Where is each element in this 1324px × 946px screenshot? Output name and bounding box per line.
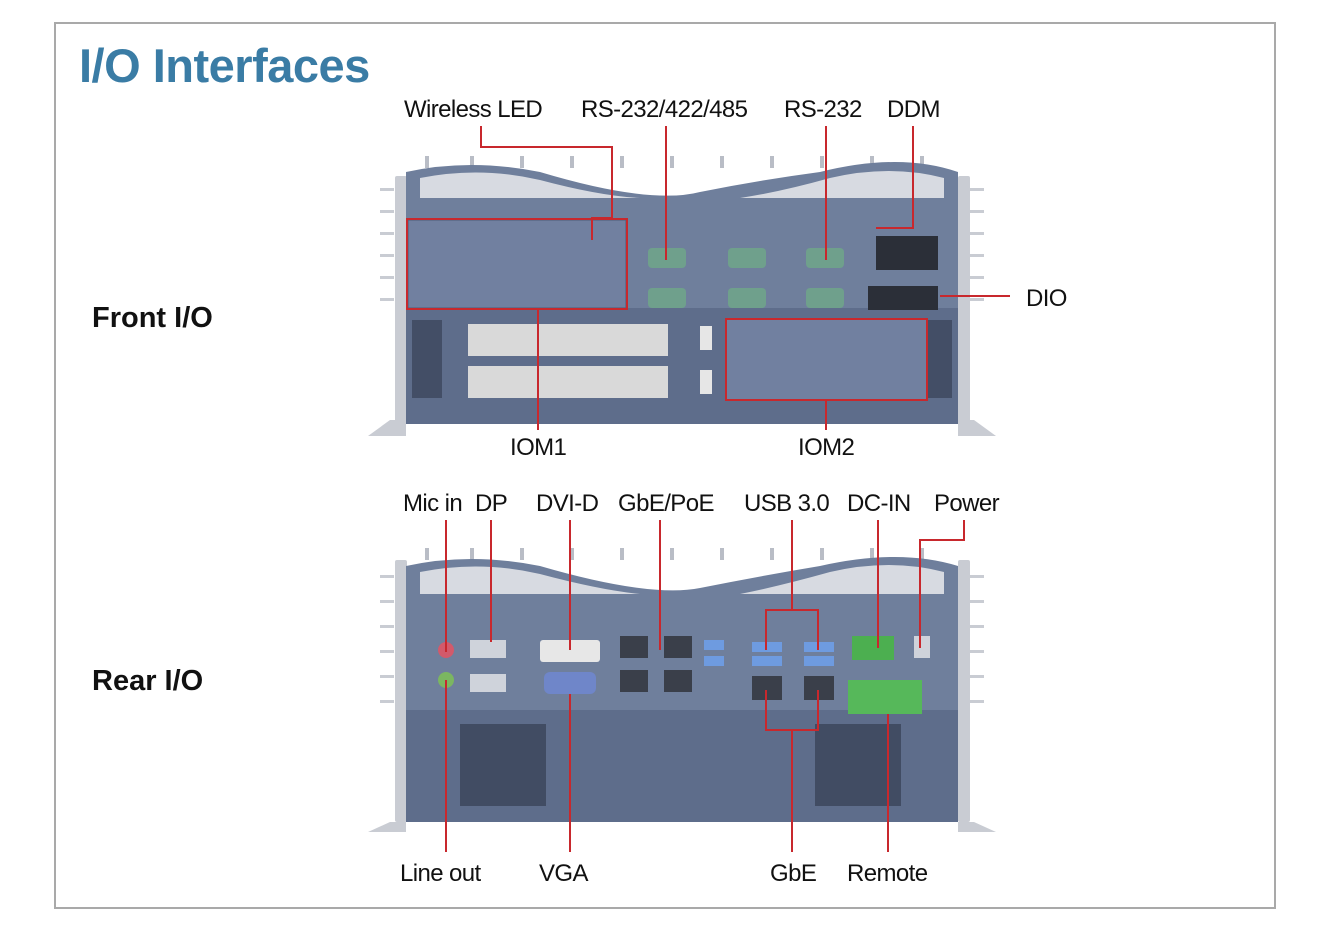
- label-mic-in: Mic in: [403, 490, 463, 517]
- label-dio: DIO: [1026, 285, 1067, 312]
- label-iom1: IOM1: [510, 434, 567, 461]
- label-dvi-d: DVI-D: [536, 490, 599, 517]
- label-vga: VGA: [539, 860, 588, 887]
- callout-lines: [406, 126, 1010, 852]
- label-dc-in: DC-IN: [847, 490, 911, 517]
- label-wireless-led: Wireless LED: [404, 96, 543, 123]
- label-line-out: Line out: [400, 860, 481, 887]
- label-rs232: RS-232: [784, 96, 862, 123]
- label-power: Power: [934, 490, 1000, 517]
- rear-io-heading: Rear I/O: [92, 665, 204, 697]
- label-usb3: USB 3.0: [744, 490, 830, 517]
- front-io-heading: Front I/O: [92, 302, 213, 334]
- label-ddm: DDM: [887, 96, 940, 123]
- label-gbe: GbE: [770, 860, 817, 887]
- label-iom2: IOM2: [798, 434, 855, 461]
- label-gbe-poe: GbE/PoE: [618, 490, 714, 517]
- rear-chassis-illustration: [368, 548, 996, 832]
- label-remote: Remote: [847, 860, 928, 887]
- page-title: I/O Interfaces: [79, 39, 370, 92]
- label-rs232-422-485: RS-232/422/485: [581, 96, 748, 123]
- front-chassis-illustration: [368, 156, 996, 436]
- label-dp: DP: [475, 490, 508, 517]
